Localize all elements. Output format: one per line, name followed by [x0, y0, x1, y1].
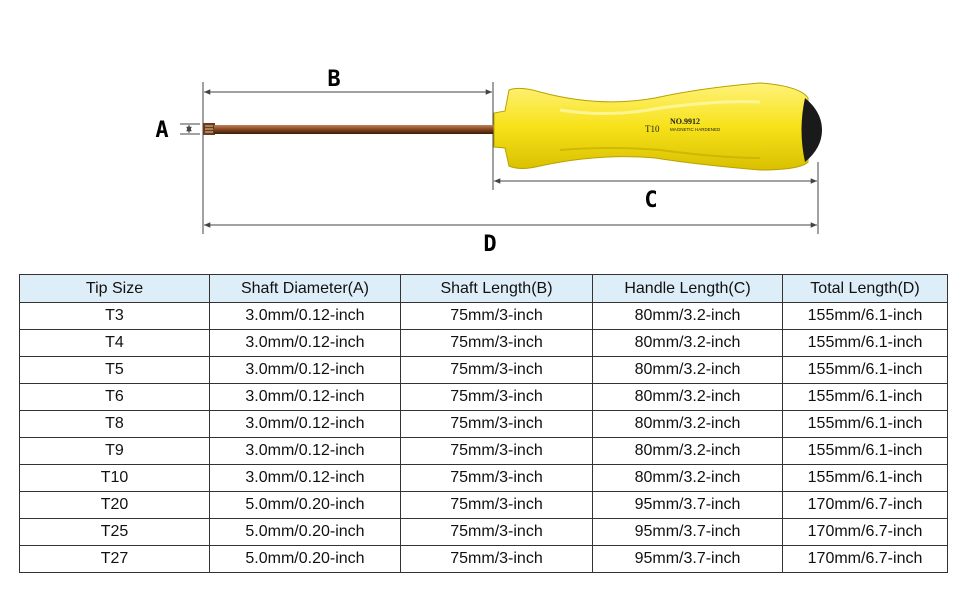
table-cell: 75mm/3-inch	[400, 491, 593, 519]
table-cell: T3	[19, 302, 210, 330]
table-cell: 155mm/6.1-inch	[782, 302, 948, 330]
table-cell: 80mm/3.2-inch	[592, 302, 783, 330]
table-cell: 3.0mm/0.12-inch	[209, 329, 401, 357]
table-cell: T5	[19, 356, 210, 384]
dimension-label-b: B	[327, 67, 340, 92]
table-cell: 170mm/6.7-inch	[782, 545, 948, 573]
table-cell: 5.0mm/0.20-inch	[209, 545, 401, 573]
dimension-arrows	[186, 89, 817, 228]
table-cell: T8	[19, 410, 210, 438]
header-shaft-length: Shaft Length(B)	[400, 274, 593, 303]
spec-table: Tip Size Shaft Diameter(A) Shaft Length(…	[19, 274, 948, 573]
table-cell: 5.0mm/0.20-inch	[209, 518, 401, 546]
table-cell: 3.0mm/0.12-inch	[209, 464, 401, 492]
table-cell: 75mm/3-inch	[400, 437, 593, 465]
table-cell: 3.0mm/0.12-inch	[209, 410, 401, 438]
handle-model-number: NO.9912	[670, 117, 700, 126]
table-cell: 155mm/6.1-inch	[782, 464, 948, 492]
header-total-length: Total Length(D)	[782, 274, 948, 303]
table-cell: 170mm/6.7-inch	[782, 491, 948, 519]
handle-size-marking: T10	[645, 124, 660, 134]
extension-lines	[180, 82, 819, 234]
dimension-label-a: A	[155, 118, 168, 143]
table-cell: T27	[19, 545, 210, 573]
table-cell: 155mm/6.1-inch	[782, 329, 948, 357]
table-cell: 75mm/3-inch	[400, 518, 593, 546]
table-cell: 95mm/3.7-inch	[592, 491, 783, 519]
table-cell: 80mm/3.2-inch	[592, 329, 783, 357]
dimension-label-d: D	[483, 232, 496, 257]
table-cell: 80mm/3.2-inch	[592, 437, 783, 465]
table-cell: T20	[19, 491, 210, 519]
screwdriver-shaft	[214, 125, 496, 134]
table-cell: 3.0mm/0.12-inch	[209, 302, 401, 330]
table-cell: T10	[19, 464, 210, 492]
table-cell: 170mm/6.7-inch	[782, 518, 948, 546]
table-cell: 155mm/6.1-inch	[782, 410, 948, 438]
table-cell: 155mm/6.1-inch	[782, 383, 948, 411]
table-cell: 3.0mm/0.12-inch	[209, 437, 401, 465]
torx-tip	[203, 123, 215, 135]
table-cell: T4	[19, 329, 210, 357]
table-cell: 75mm/3-inch	[400, 356, 593, 384]
table-cell: 5.0mm/0.20-inch	[209, 491, 401, 519]
table-cell: 155mm/6.1-inch	[782, 356, 948, 384]
table-cell: 75mm/3-inch	[400, 545, 593, 573]
table-cell: 80mm/3.2-inch	[592, 464, 783, 492]
handle-end-cap	[801, 98, 822, 162]
handle-marking: MAGNETIC HARDENED	[670, 127, 721, 132]
table-cell: 75mm/3-inch	[400, 410, 593, 438]
table-cell: 95mm/3.7-inch	[592, 518, 783, 546]
table-cell: T6	[19, 383, 210, 411]
table-cell: 3.0mm/0.12-inch	[209, 356, 401, 384]
dimension-label-c: C	[644, 188, 657, 213]
table-cell: 75mm/3-inch	[400, 464, 593, 492]
table-cell: 75mm/3-inch	[400, 302, 593, 330]
table-cell: 75mm/3-inch	[400, 383, 593, 411]
table-cell: T9	[19, 437, 210, 465]
table-cell: 155mm/6.1-inch	[782, 437, 948, 465]
table-header-row: Tip Size Shaft Diameter(A) Shaft Length(…	[19, 274, 948, 303]
table-cell: 75mm/3-inch	[400, 329, 593, 357]
table-cell: 80mm/3.2-inch	[592, 410, 783, 438]
header-tip-size: Tip Size	[19, 274, 210, 303]
table-cell: 80mm/3.2-inch	[592, 383, 783, 411]
header-handle-length: Handle Length(C)	[592, 274, 783, 303]
table-cell: 95mm/3.7-inch	[592, 545, 783, 573]
screwdriver-handle: NO.9912 T10 MAGNETIC HARDENED	[493, 82, 822, 171]
screwdriver-diagram: B A C D NO.9912 T10 MAGNETIC HARDENED	[155, 67, 822, 257]
table-cell: 3.0mm/0.12-inch	[209, 383, 401, 411]
table-cell: 80mm/3.2-inch	[592, 356, 783, 384]
table-cell: T25	[19, 518, 210, 546]
header-shaft-diameter: Shaft Diameter(A)	[209, 274, 401, 303]
